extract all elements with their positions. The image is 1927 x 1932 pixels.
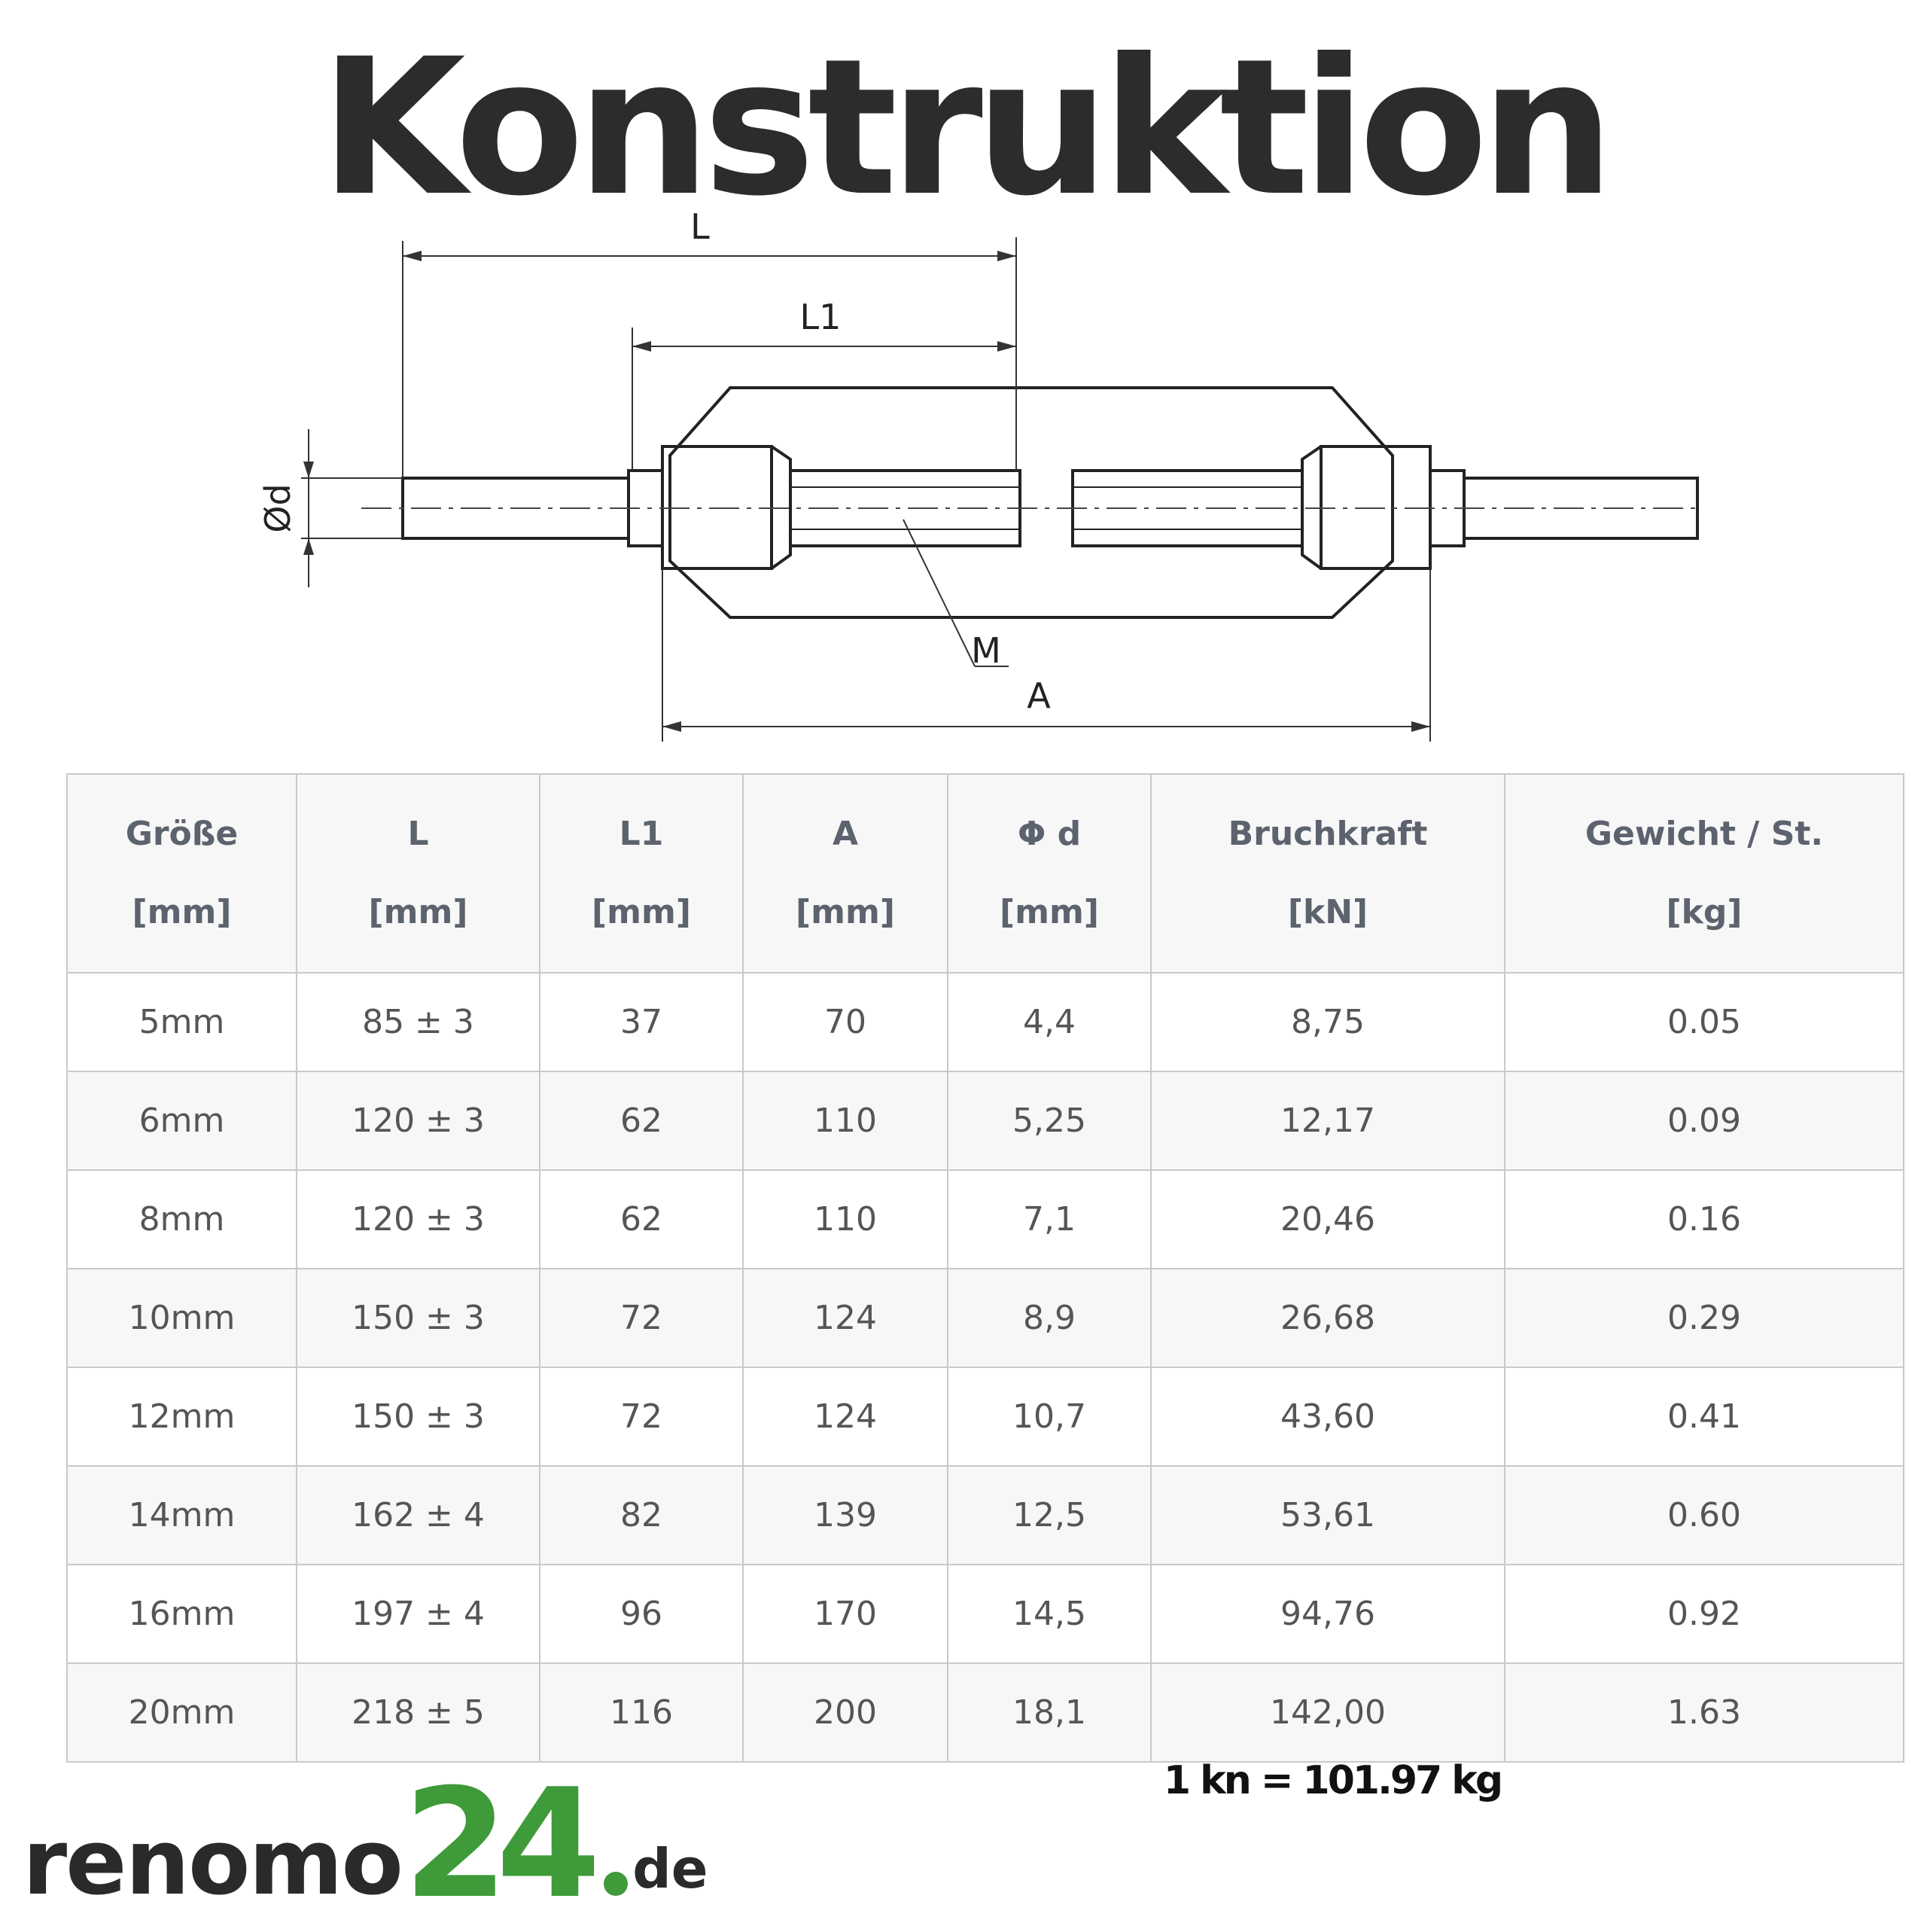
brand-logo: renomo 24 de	[23, 1757, 708, 1932]
cell-size: 10mm	[66, 1268, 297, 1368]
cell-L: 218 ± 5	[296, 1662, 540, 1763]
cell-A: 110	[742, 1071, 948, 1171]
cell-diameter: 12,5	[947, 1465, 1152, 1565]
cell-diameter: 8,9	[947, 1268, 1152, 1368]
cell-L: 197 ± 4	[296, 1564, 540, 1664]
cell-weight: 0.09	[1504, 1071, 1904, 1171]
unit-conversion-note: 1 kn = 101.97 kg	[1163, 1758, 1503, 1803]
label-diameter-d: Ød	[257, 483, 298, 532]
cell-L1: 37	[539, 972, 744, 1072]
cell-breaking-force: 43,60	[1150, 1367, 1505, 1467]
cell-A: 70	[742, 972, 948, 1072]
cell-breaking-force: 20,46	[1150, 1169, 1505, 1269]
cell-weight: 1.63	[1504, 1662, 1904, 1763]
label-M: M	[971, 630, 1001, 671]
specification-table: Größe[mm] L[mm] L1[mm] A[mm] Φ d[mm] Bru…	[66, 773, 1904, 1763]
cell-L1: 96	[539, 1564, 744, 1664]
cell-weight: 0.29	[1504, 1268, 1904, 1368]
table-header-row: Größe[mm] L[mm] L1[mm] A[mm] Φ d[mm] Bru…	[66, 773, 1904, 974]
cell-A: 124	[742, 1268, 948, 1368]
table-row: 5mm 85 ± 3 37 70 4,4 8,75 0.05	[66, 972, 1904, 1072]
table-row: 14mm 162 ± 4 82 139 12,5 53,61 0.60	[66, 1465, 1904, 1565]
cell-breaking-force: 12,17	[1150, 1071, 1505, 1171]
cell-L: 162 ± 4	[296, 1465, 540, 1565]
cell-L: 85 ± 3	[296, 972, 540, 1072]
cell-diameter: 4,4	[947, 972, 1152, 1072]
cell-size: 20mm	[66, 1662, 297, 1763]
cell-L1: 72	[539, 1367, 744, 1467]
header-diameter: Φ d[mm]	[947, 773, 1152, 974]
cell-breaking-force: 142,00	[1150, 1662, 1505, 1763]
cell-L: 150 ± 3	[296, 1367, 540, 1467]
turnbuckle-technical-drawing: L L1 M A Ød	[233, 206, 1709, 749]
cell-weight: 0.41	[1504, 1367, 1904, 1467]
logo-tld: de	[632, 1837, 708, 1900]
cell-weight: 0.05	[1504, 972, 1904, 1072]
cell-L1: 82	[539, 1465, 744, 1565]
cell-diameter: 5,25	[947, 1071, 1152, 1171]
header-A: A[mm]	[742, 773, 948, 974]
logo-number: 24	[403, 1757, 601, 1932]
table-row: 10mm 150 ± 3 72 124 8,9 26,68 0.29	[66, 1268, 1904, 1368]
header-breaking-force: Bruchkraft[kN]	[1150, 773, 1505, 974]
cell-A: 170	[742, 1564, 948, 1664]
table-row: 20mm 218 ± 5 116 200 18,1 142,00 1.63	[66, 1662, 1904, 1763]
header-size: Größe[mm]	[66, 773, 297, 974]
cell-L1: 72	[539, 1268, 744, 1368]
cell-A: 110	[742, 1169, 948, 1269]
table-row: 6mm 120 ± 3 62 110 5,25 12,17 0.09	[66, 1071, 1904, 1171]
table-row: 12mm 150 ± 3 72 124 10,7 43,60 0.41	[66, 1367, 1904, 1467]
cell-size: 12mm	[66, 1367, 297, 1467]
cell-breaking-force: 8,75	[1150, 972, 1505, 1072]
cell-diameter: 14,5	[947, 1564, 1152, 1664]
cell-L: 150 ± 3	[296, 1268, 540, 1368]
page-title: Konstruktion	[320, 18, 1615, 237]
label-L: L	[690, 207, 710, 247]
table-row: 16mm 197 ± 4 96 170 14,5 94,76 0.92	[66, 1564, 1904, 1664]
logo-dot-icon	[604, 1872, 629, 1896]
cell-diameter: 10,7	[947, 1367, 1152, 1467]
table-row: 8mm 120 ± 3 62 110 7,1 20,46 0.16	[66, 1169, 1904, 1269]
cell-L1: 62	[539, 1071, 744, 1171]
cell-size: 16mm	[66, 1564, 297, 1664]
cell-size: 8mm	[66, 1169, 297, 1269]
cell-breaking-force: 53,61	[1150, 1465, 1505, 1565]
cell-A: 124	[742, 1367, 948, 1467]
cell-size: 14mm	[66, 1465, 297, 1565]
cell-A: 200	[742, 1662, 948, 1763]
cell-weight: 0.92	[1504, 1564, 1904, 1664]
cell-size: 5mm	[66, 972, 297, 1072]
cell-A: 139	[742, 1465, 948, 1565]
cell-diameter: 18,1	[947, 1662, 1152, 1763]
cell-L: 120 ± 3	[296, 1169, 540, 1269]
cell-weight: 0.16	[1504, 1169, 1904, 1269]
cell-L1: 116	[539, 1662, 744, 1763]
cell-L1: 62	[539, 1169, 744, 1269]
cell-L: 120 ± 3	[296, 1071, 540, 1171]
cell-diameter: 7,1	[947, 1169, 1152, 1269]
cell-size: 6mm	[66, 1071, 297, 1171]
cell-weight: 0.60	[1504, 1465, 1904, 1565]
logo-word: renomo	[23, 1811, 403, 1915]
header-L: L[mm]	[296, 773, 540, 974]
header-L1: L1[mm]	[539, 773, 744, 974]
cell-breaking-force: 94,76	[1150, 1564, 1505, 1664]
cell-breaking-force: 26,68	[1150, 1268, 1505, 1368]
label-L1: L1	[800, 297, 842, 337]
header-weight: Gewicht / St.[kg]	[1504, 773, 1904, 974]
label-A: A	[1027, 675, 1051, 716]
